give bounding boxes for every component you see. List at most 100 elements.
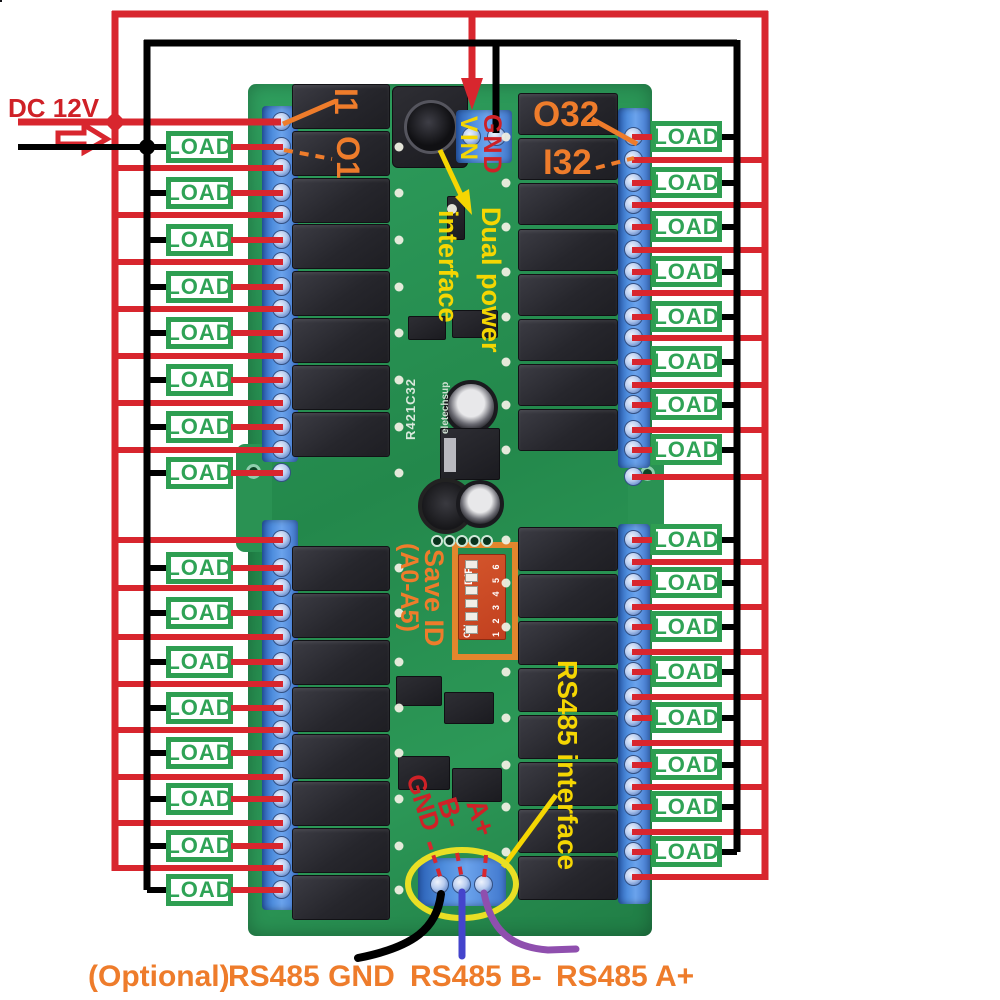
rs485-a-screw bbox=[474, 875, 493, 894]
dip-switch-lever bbox=[465, 586, 478, 595]
rs485-transceiver-chip bbox=[452, 768, 502, 802]
terminal-screw bbox=[272, 323, 291, 342]
terminal-screw bbox=[272, 652, 291, 671]
terminal-screw bbox=[624, 755, 643, 774]
gnd-top-label: GND bbox=[478, 114, 506, 176]
relay bbox=[292, 875, 390, 920]
i1-label: I1 bbox=[328, 88, 364, 115]
load-box: LOAD bbox=[166, 131, 233, 163]
terminal-screw bbox=[272, 393, 291, 412]
load-box: LOAD bbox=[166, 783, 233, 815]
terminal-screw bbox=[624, 822, 643, 841]
terminal-screw bbox=[624, 797, 643, 816]
junction-diamond bbox=[104, 111, 126, 133]
caption-rs485-gnd: RS485 GND bbox=[228, 960, 395, 993]
load-box: LOAD bbox=[651, 656, 722, 687]
terminal-screw bbox=[624, 217, 643, 236]
terminal-screw bbox=[624, 328, 643, 347]
terminal-screw bbox=[624, 283, 643, 302]
relay bbox=[292, 411, 390, 457]
relay bbox=[518, 715, 618, 759]
terminal-screw bbox=[624, 708, 643, 727]
terminal-screw bbox=[272, 558, 291, 577]
terminal-screw bbox=[624, 617, 643, 636]
load-box: LOAD bbox=[166, 552, 233, 584]
terminal-screw bbox=[624, 375, 643, 394]
load-box: LOAD bbox=[651, 791, 722, 822]
terminal-screw bbox=[272, 346, 291, 365]
load-box: LOAD bbox=[651, 702, 722, 733]
load-box: LOAD bbox=[166, 737, 233, 769]
o1-label: O1 bbox=[330, 136, 366, 179]
terminal-screw bbox=[272, 530, 291, 549]
caption-optional: (Optional) bbox=[88, 960, 230, 993]
dc-12v-label: DC 12V bbox=[8, 93, 100, 123]
load-box: LOAD bbox=[166, 457, 233, 489]
dip-switch-lever bbox=[465, 625, 478, 634]
ic-chip bbox=[444, 692, 494, 724]
vin-terminal-screw bbox=[462, 127, 481, 146]
dip-switch-highlight-box bbox=[452, 542, 518, 660]
ic-chip bbox=[452, 310, 498, 338]
relay bbox=[518, 364, 618, 407]
terminal-screw bbox=[272, 720, 291, 739]
load-box: LOAD bbox=[166, 874, 233, 906]
load-box: LOAD bbox=[166, 177, 233, 209]
relay bbox=[292, 734, 390, 779]
relay bbox=[518, 668, 618, 712]
terminal-screw bbox=[272, 674, 291, 693]
relay bbox=[292, 318, 390, 363]
load-box: LOAD bbox=[166, 411, 233, 443]
relay bbox=[518, 527, 618, 571]
relay bbox=[292, 271, 390, 317]
terminal-screw bbox=[624, 262, 643, 281]
rs485-b-screw bbox=[452, 875, 471, 894]
load-box: LOAD bbox=[166, 597, 233, 629]
dip-switch-lever bbox=[465, 573, 478, 582]
terminal-screw bbox=[272, 183, 291, 202]
save-id-label: Save ID bbox=[419, 549, 449, 647]
terminal-screw bbox=[272, 137, 291, 156]
relay bbox=[292, 593, 390, 638]
dip-switch-lever bbox=[465, 599, 478, 608]
load-box: LOAD bbox=[166, 224, 233, 256]
terminal-screw bbox=[272, 417, 291, 436]
terminal-screw bbox=[272, 743, 291, 762]
terminal-screw bbox=[624, 467, 643, 486]
terminal-screw bbox=[272, 767, 291, 786]
terminal-screw bbox=[624, 642, 643, 661]
terminal-screw bbox=[272, 277, 291, 296]
terminal-screw bbox=[624, 777, 643, 796]
terminal-screw bbox=[624, 352, 643, 371]
load-box: LOAD bbox=[651, 256, 722, 287]
terminal-screw bbox=[272, 603, 291, 622]
load-box: LOAD bbox=[651, 121, 722, 152]
terminal-screw bbox=[272, 299, 291, 318]
load-box: LOAD bbox=[166, 271, 233, 303]
load-box: LOAD bbox=[651, 836, 722, 867]
terminal-screw bbox=[272, 698, 291, 717]
dc-barrel-opening bbox=[404, 100, 458, 154]
junction-dot bbox=[139, 139, 155, 155]
load-box: LOAD bbox=[166, 317, 233, 349]
load-box: LOAD bbox=[651, 211, 722, 242]
terminal-screw bbox=[624, 842, 643, 861]
terminal-screw bbox=[624, 240, 643, 259]
terminal-screw bbox=[272, 158, 291, 177]
mounting-hole-left bbox=[246, 464, 261, 479]
terminal-screw bbox=[624, 420, 643, 439]
terminal-screw bbox=[624, 173, 643, 192]
load-box: LOAD bbox=[651, 524, 722, 555]
load-box: LOAD bbox=[651, 389, 722, 420]
terminal-screw bbox=[272, 578, 291, 597]
terminal-screw bbox=[624, 867, 643, 886]
relay bbox=[292, 828, 390, 873]
dual-power-interface-label: interface bbox=[433, 210, 463, 323]
terminal-screw bbox=[624, 552, 643, 571]
terminal-screw bbox=[624, 662, 643, 681]
caption-rs485-b: RS485 B- bbox=[410, 960, 542, 993]
relay bbox=[292, 781, 390, 826]
load-box: LOAD bbox=[651, 167, 722, 198]
electrolytic-capacitor bbox=[456, 480, 504, 528]
relay bbox=[518, 183, 618, 226]
